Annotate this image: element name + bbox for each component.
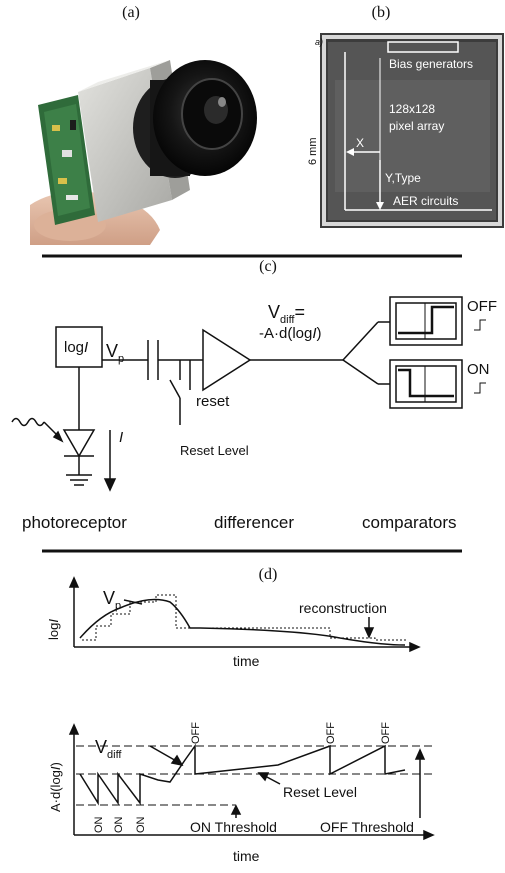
current-arrow xyxy=(103,478,117,492)
panel-c-label: (c) xyxy=(259,258,277,275)
panel-d-label: (d) xyxy=(258,566,278,583)
light-wave-icon xyxy=(11,417,45,427)
panel-b-label: (b) xyxy=(371,4,391,21)
on-event-label-1: ON xyxy=(93,816,105,833)
off-event-label-1: OFF xyxy=(190,722,202,744)
aer-circuits-label: AER circuits xyxy=(393,194,458,208)
on-event-label-3: ON xyxy=(135,816,147,833)
reconstruction-staircase xyxy=(82,594,408,641)
pixel-array-label-2: pixel array xyxy=(389,119,444,133)
reconstruction-label: reconstruction xyxy=(299,600,387,616)
log-box-text: logI xyxy=(64,339,88,356)
camera-lens xyxy=(133,60,257,178)
differencer-label: differencer xyxy=(214,513,294,532)
top-vp-label: Vp xyxy=(103,588,121,612)
bottom-vdiff-label: Vdiff xyxy=(95,737,122,761)
amplifier-triangle xyxy=(202,328,252,392)
bottom-xlabel: time xyxy=(233,848,260,864)
on-label: ON xyxy=(467,361,490,378)
off-comparator-box xyxy=(389,296,463,346)
bottom-reset-level-label: Reset Level xyxy=(283,784,357,800)
vdiff-sawtooth xyxy=(79,743,406,806)
x-label: X xyxy=(356,136,364,150)
photodiode xyxy=(62,429,96,458)
chip-corner-label: a) xyxy=(315,37,323,47)
bias-generator-box xyxy=(387,41,459,53)
on-threshold-label: ON Threshold xyxy=(190,819,277,835)
panel-a-label: (a) xyxy=(122,4,140,21)
off-event-label-2: OFF xyxy=(325,722,337,744)
current-label: I xyxy=(119,429,123,446)
comparators-label: comparators xyxy=(362,513,456,532)
vdiff-label: Vdiff= xyxy=(268,302,305,326)
vdiff-formula: -A·d(logI) xyxy=(259,325,322,342)
pixel-array-label-1: 128x128 xyxy=(389,102,435,116)
top-xlabel: time xyxy=(233,653,260,669)
vp-label: Vp xyxy=(106,341,124,365)
pcb-board xyxy=(38,95,95,225)
reset-switch xyxy=(169,379,181,399)
chip-size-label: 6 mm xyxy=(307,138,319,166)
reset-level-label: Reset Level xyxy=(180,443,249,458)
photoreceptor-label: photoreceptor xyxy=(22,513,127,532)
bias-generators-label: Bias generators xyxy=(389,57,473,71)
on-event-label-2: ON xyxy=(113,816,125,833)
bottom-ylabel: A·d(logI) xyxy=(48,762,63,812)
vp-curve xyxy=(79,598,406,646)
on-comparator-box xyxy=(389,359,463,409)
off-label: OFF xyxy=(467,298,497,315)
off-event-label-3: OFF xyxy=(380,722,392,744)
off-threshold-label: OFF Threshold xyxy=(320,819,414,835)
reset-label: reset xyxy=(196,393,230,410)
y-type-label: Y,Type xyxy=(385,171,421,185)
bond-pads xyxy=(322,35,502,226)
top-ylabel: logI xyxy=(46,619,61,640)
